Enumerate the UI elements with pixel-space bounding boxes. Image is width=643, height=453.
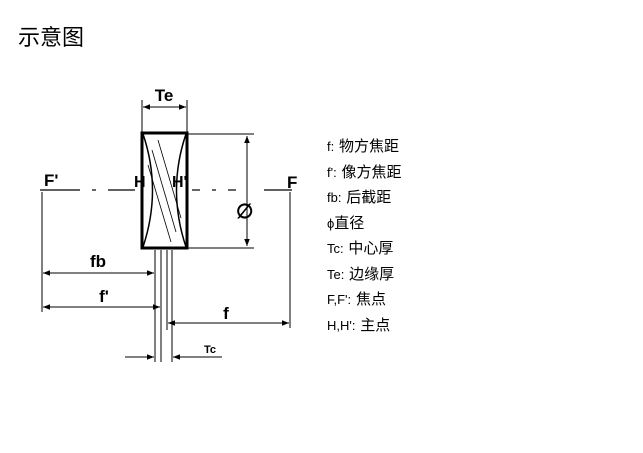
tc-dimension: Tc xyxy=(125,344,222,360)
h-prime-label: H' xyxy=(172,174,187,191)
legend-item: H,H': 主点 xyxy=(327,315,391,334)
f-dimension: f xyxy=(168,304,289,326)
tc-label: Tc xyxy=(204,344,216,356)
te-dimension: Te xyxy=(141,86,188,132)
page-title: 示意图 xyxy=(18,26,85,51)
legend-item: F,F': 焦点 xyxy=(327,290,386,308)
legend-item: f: 物方焦距 xyxy=(327,137,400,155)
h-label: H xyxy=(134,174,146,191)
f-prime-dim-label: f' xyxy=(99,287,109,306)
fb-label: fb xyxy=(90,252,106,271)
f-prime-left-label: F' xyxy=(44,171,58,190)
f-dim-label: f xyxy=(223,304,229,323)
biconcave-lens xyxy=(140,131,189,250)
phi-label: ∅ xyxy=(236,201,253,223)
diameter-dimension: ∅ xyxy=(188,133,254,249)
te-label: Te xyxy=(155,86,174,105)
fb-dimension: fb xyxy=(43,252,154,276)
legend-item: Te: 边缘厚 xyxy=(327,264,395,283)
legend-item: fb: 后截距 xyxy=(327,188,392,206)
legend: f: 物方焦距 f': 像方焦距 fb: 后截距 ϕ直径 Tc: 中心厚 Te:… xyxy=(327,134,402,338)
f-prime-dimension: f' xyxy=(43,287,160,310)
legend-item: Tc: 中心厚 xyxy=(327,239,394,257)
legend-item: ϕ直径 xyxy=(327,213,365,232)
legend-item: f': 像方焦距 xyxy=(327,162,402,181)
f-right-label: F xyxy=(287,173,297,192)
